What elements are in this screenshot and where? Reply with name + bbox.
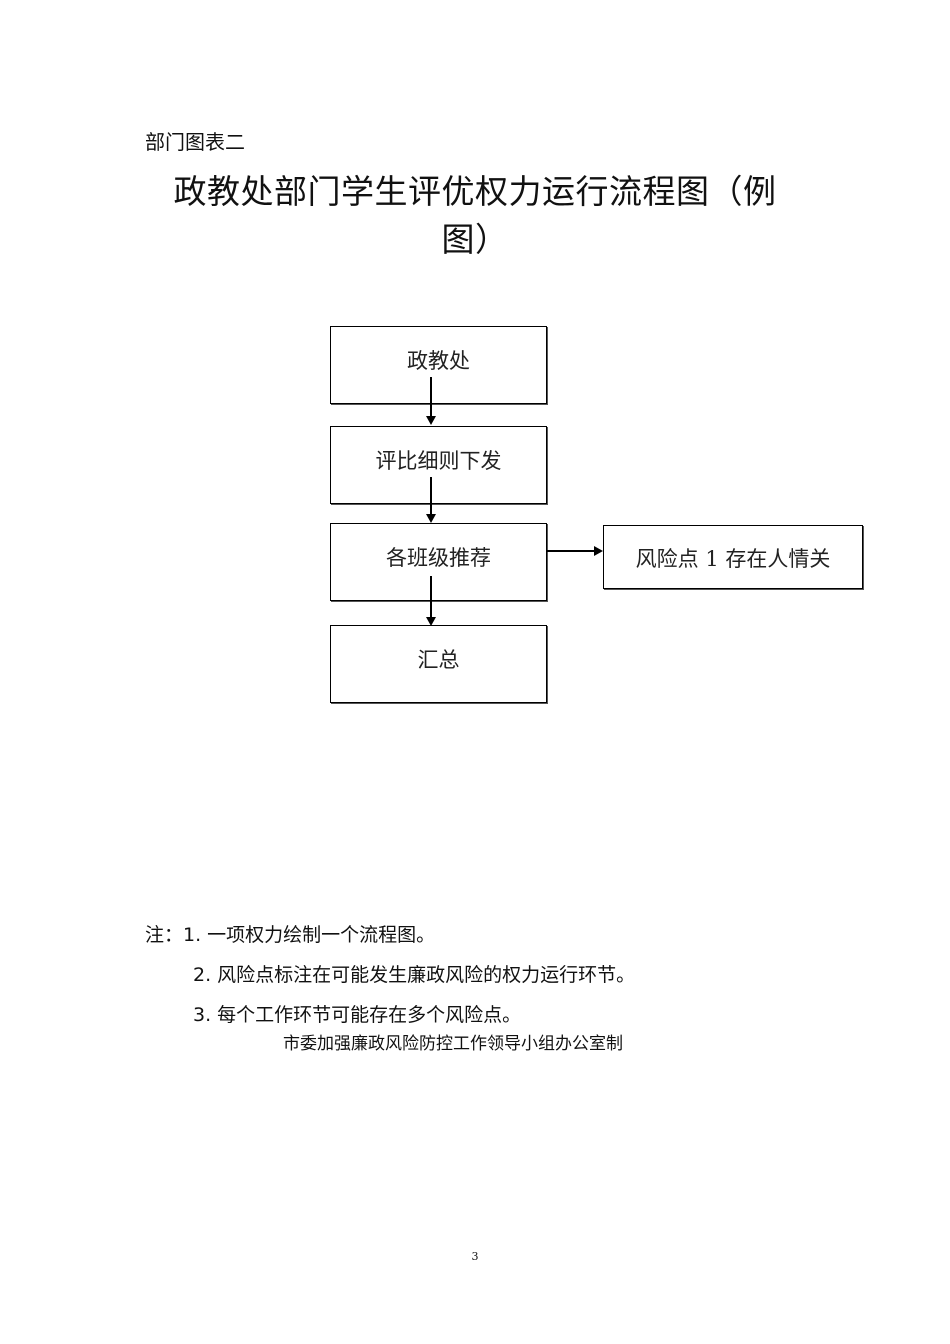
document-label: 部门图表二 [145, 130, 245, 154]
flow-step-label: 政教处 [407, 349, 470, 373]
note-line-1: 注：1. 一项权力绘制一个流程图。 [145, 920, 435, 947]
flow-step-label: 汇总 [417, 648, 460, 672]
note-item: 2. 风险点标注在可能发生廉政风险的权力运行环节。 [193, 964, 636, 986]
arrow-right-icon [594, 546, 603, 556]
flow-step-2: 评比细则下发 [330, 426, 547, 504]
connector-line [430, 576, 432, 618]
flow-step-label: 各班级推荐 [386, 546, 491, 570]
note-item: 3. 每个工作环节可能存在多个风险点。 [193, 1004, 522, 1026]
page-number: 3 [471, 1250, 479, 1263]
connector-line [430, 477, 432, 515]
flow-step-4: 汇总 [330, 625, 547, 703]
issuer-line: 市委加强廉政风险防控工作领导小组办公室制 [283, 1034, 623, 1054]
connector-line [430, 377, 432, 417]
note-item: 1. 一项权力绘制一个流程图。 [183, 924, 436, 946]
flow-step-label: 评比细则下发 [375, 449, 502, 473]
risk-point-label: 风险点 1 存在人情关 [635, 547, 831, 571]
arrow-down-icon [426, 514, 436, 523]
flow-step-1: 政教处 [330, 326, 547, 404]
arrow-down-icon [426, 617, 436, 626]
risk-point-box: 风险点 1 存在人情关 [603, 525, 863, 589]
flow-step-3: 各班级推荐 [330, 523, 547, 601]
page-title: 政教处部门学生评优权力运行流程图（例图） [173, 172, 777, 259]
arrow-down-icon [426, 416, 436, 425]
note-prefix: 注： [145, 924, 184, 946]
connector-line [547, 550, 595, 552]
